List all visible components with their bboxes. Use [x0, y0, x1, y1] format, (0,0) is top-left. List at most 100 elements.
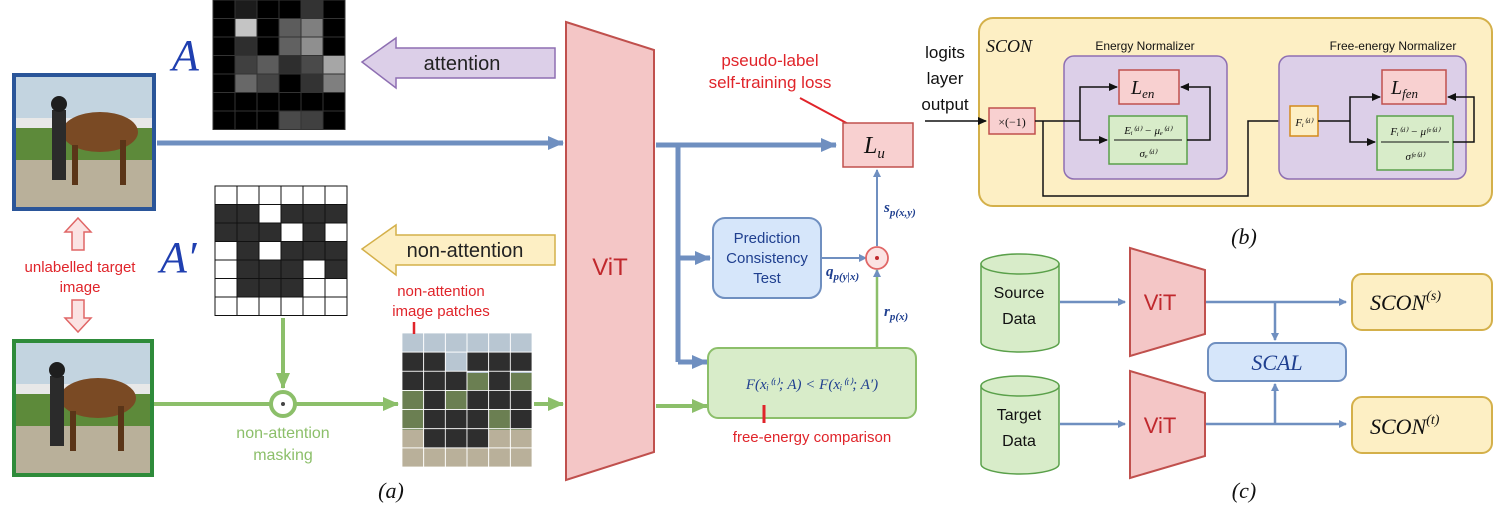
matrix-cell: [322, 110, 346, 130]
matrix-cell: [280, 185, 304, 205]
matrix-cell: [280, 204, 304, 224]
patch-cell: [509, 409, 533, 430]
loss-label: Lu: [863, 133, 885, 162]
matrix-cell: [278, 36, 302, 56]
matrix-cell: [236, 222, 260, 242]
matrix-cell: [214, 296, 238, 316]
caption-b: (b): [1231, 224, 1257, 249]
matrix-cell: [236, 204, 260, 224]
matrix-cell: [278, 73, 302, 93]
caption-c: (c): [1232, 478, 1256, 503]
patch-cell: [401, 351, 425, 372]
pseudo-label-callout: [799, 97, 853, 127]
product-dot: [875, 256, 879, 260]
source-line1: Source: [994, 285, 1045, 302]
negate-box: [988, 107, 1036, 135]
energy-to-len-arrow: [1079, 83, 1118, 121]
scon-title: SCON: [986, 36, 1033, 56]
unlabelled-label-line2: image: [60, 279, 101, 296]
matrix-cell: [234, 18, 258, 38]
matrix-cell: [212, 18, 236, 38]
input-line3: output: [921, 95, 969, 114]
matrix-cell: [258, 241, 282, 261]
input-line1: logits: [925, 43, 965, 62]
patch-cell: [423, 390, 446, 410]
energy-normalizer-title: Energy Normalizer: [1095, 39, 1194, 53]
matrix-cell: [280, 296, 304, 316]
energy-denominator: σₑ⁽ᵈ⁾: [1139, 148, 1157, 160]
matrix-cell: [280, 259, 304, 279]
non-attention-arrow: non-attention: [360, 223, 556, 277]
energy-numerator: Eᵢ⁽ᵈ⁾ − μₑ⁽ᵈ⁾: [1123, 125, 1173, 137]
matrix-cell: [214, 204, 238, 224]
matrix-cell: [302, 241, 326, 261]
scon-target-label: SCON(t): [1370, 413, 1440, 439]
matrix-cell: [234, 73, 258, 93]
matrix-cell: [212, 36, 236, 56]
attention-matrix: [212, 0, 346, 130]
matrix-cell: [302, 259, 326, 279]
matrix-cell: [302, 222, 326, 242]
matrix-cell: [234, 55, 258, 75]
patch-overlay: [401, 332, 533, 468]
matrix-cell: [278, 92, 302, 112]
matrix-cell: [256, 110, 280, 130]
matrix-cell: [302, 185, 326, 205]
matrix-cell: [322, 55, 346, 75]
matrix-cell: [214, 259, 238, 279]
scal-label: SCAL: [1251, 350, 1302, 375]
matrix-cell: [278, 55, 302, 75]
pct-line1: Prediction: [734, 230, 801, 247]
matrix-cell: [324, 204, 348, 224]
patch-cell: [509, 351, 533, 372]
matrix-cell: [212, 55, 236, 75]
source-line2: Data: [1002, 311, 1036, 328]
matrix-cell: [214, 222, 238, 242]
target-image-bottom: [12, 339, 154, 477]
matrix-cell: [302, 296, 326, 316]
non-attention-label: non-attention: [407, 240, 524, 262]
vit-target-label: ViT: [1144, 413, 1177, 438]
down-arrow-icon: [63, 299, 93, 334]
patch-cell: [509, 390, 533, 410]
vit-label: ViT: [592, 254, 628, 281]
matrix-cell: [236, 278, 260, 298]
matrix-cell: [236, 259, 260, 279]
target-image-top: [12, 73, 156, 211]
matrix-cell: [236, 185, 260, 205]
vit-encoder: [565, 20, 655, 482]
matrix-cell: [278, 110, 302, 130]
matrix-cell: [214, 278, 238, 298]
attention-arrow: attention: [360, 36, 556, 90]
matrix-cell: [300, 73, 324, 93]
q-label: qp(y|x): [826, 264, 859, 283]
matrix-cell: [324, 185, 348, 205]
matrix-cell: [258, 296, 282, 316]
patch-cell: [488, 351, 511, 372]
patch-cell: [466, 351, 490, 372]
matrix-cell: [256, 0, 280, 19]
matrix-cell: [234, 0, 258, 19]
matrix-cell: [300, 36, 324, 56]
matrix-cell: [300, 18, 324, 38]
matrix-cell: [302, 278, 326, 298]
patch-cell: [466, 428, 490, 449]
matrix-cell: [234, 92, 258, 112]
vit-target: [1129, 369, 1206, 480]
matrix-cell: [322, 0, 346, 19]
matrix-cell: [300, 110, 324, 130]
pct-line3: Test: [753, 270, 781, 287]
target-data-cylinder: [980, 375, 1060, 475]
masking-label-line1: non-attention: [236, 425, 329, 442]
matrix-a-label: A: [169, 31, 200, 80]
patch-cell: [444, 370, 468, 391]
matrix-cell: [322, 36, 346, 56]
matrix-cell: [258, 259, 282, 279]
fe-compare-label: free-energy comparison: [733, 429, 891, 446]
matrix-cell: [302, 204, 326, 224]
patch-cell: [444, 428, 468, 449]
masking-dot: [281, 402, 285, 406]
patches-label-line1: non-attention: [397, 283, 485, 300]
loss-box: [842, 122, 914, 168]
